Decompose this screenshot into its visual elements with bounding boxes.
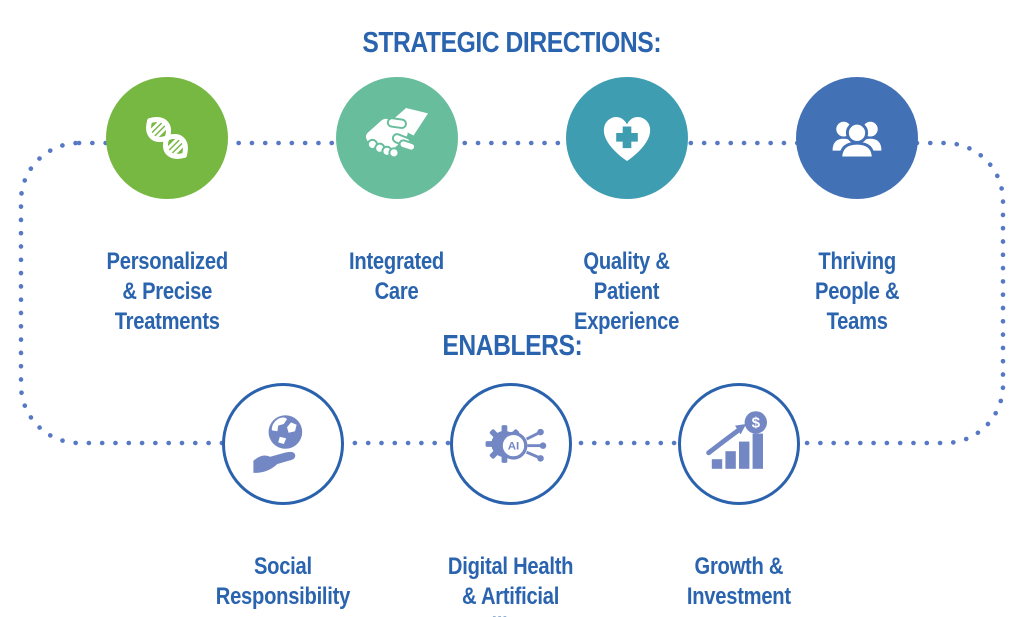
growth-dollar-icon: $ bbox=[706, 411, 767, 469]
strategic-directions-title: STRATEGIC DIRECTIONS: bbox=[0, 27, 1024, 60]
label-personalized-treatments: Personalized & Precise Treatments bbox=[47, 217, 287, 337]
enablers-title-text: ENABLERS: bbox=[442, 330, 582, 362]
enablers-title: ENABLERS: bbox=[0, 330, 1024, 363]
ai-badge-text: AI bbox=[508, 441, 519, 453]
label-thriving-people-teams: Thriving People & Teams bbox=[737, 217, 977, 337]
heart-cross-icon bbox=[603, 116, 651, 162]
label-text: Quality & Patient Experience bbox=[574, 248, 680, 335]
handshake-icon bbox=[365, 108, 429, 159]
dna-icon bbox=[146, 117, 188, 159]
people-group-icon bbox=[832, 121, 882, 160]
circle-quality-patient-experience bbox=[566, 77, 688, 199]
label-text: Growth & Investment bbox=[687, 553, 791, 610]
circle-thriving-people-teams bbox=[796, 77, 918, 199]
label-text: Social Responsibility bbox=[215, 553, 351, 610]
circle-growth-investment: $ bbox=[678, 383, 800, 505]
dollar-sign-text: $ bbox=[752, 415, 761, 432]
label-growth-investment: Growth & Investment bbox=[619, 522, 859, 612]
label-text: Digital Health & Artificial Intelligence bbox=[448, 553, 574, 617]
circle-social-responsibility bbox=[222, 383, 344, 505]
globe-hand-icon bbox=[253, 415, 303, 473]
label-integrated-care: Integrated Care bbox=[277, 217, 517, 307]
label-text: Personalized & Precise Treatments bbox=[106, 248, 228, 335]
circle-integrated-care bbox=[336, 77, 458, 199]
ai-gear-icon: AI bbox=[485, 425, 547, 463]
strategic-directions-title-text: STRATEGIC DIRECTIONS: bbox=[362, 27, 662, 59]
label-text: Thriving People & Teams bbox=[814, 248, 900, 335]
label-digital-health-ai: Digital Health & Artificial Intelligence bbox=[391, 522, 631, 617]
label-social-responsibility: Social Responsibility bbox=[163, 522, 403, 612]
label-quality-patient-experience: Quality & Patient Experience bbox=[507, 217, 747, 337]
label-text: Integrated Care bbox=[349, 248, 445, 305]
circle-personalized-treatments bbox=[106, 77, 228, 199]
circle-digital-health-ai: AI bbox=[450, 383, 572, 505]
dotted-rect bbox=[18, 140, 1006, 446]
